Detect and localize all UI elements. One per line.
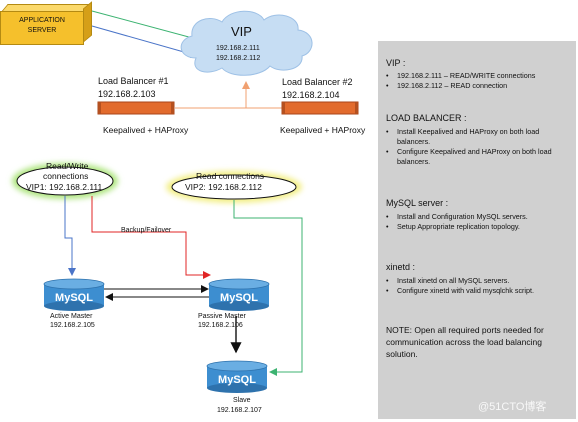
slave-role: Slave	[233, 397, 251, 404]
info-section-load-balancer-title: LOAD BALANCER :	[386, 113, 467, 123]
mysql-logo-text: MySQL	[220, 292, 258, 304]
app-to-vip-blue-line	[91, 25, 199, 58]
application-server-box: APPLICATION SERVER	[0, 1, 92, 45]
load-balancer-1-software: Keepalived + HAProxy	[103, 125, 189, 135]
list-item: Configure xinetd with valid mysqlchk scr…	[386, 286, 570, 296]
list-item: Install Keepalived and HAProxy on both l…	[386, 127, 570, 147]
vip1-to-active-master-line	[64, 196, 76, 276]
slave-ip: 192.168.2.107	[217, 407, 262, 414]
info-section-mysql-title: MySQL server :	[386, 198, 449, 208]
vip-cloud-ip1: 192.168.2.111	[216, 45, 260, 52]
slave-mysql-disk: MySQL	[206, 360, 268, 393]
list-item: Configure Keepalived and HAProxy on both…	[386, 147, 570, 167]
list-item: 192.168.2.112 – READ connection	[386, 81, 570, 91]
vip2-to-slave-line	[233, 200, 303, 376]
mysql-logo-text: MySQL	[218, 374, 256, 386]
load-balancer-2-device	[281, 101, 359, 115]
info-note: NOTE: Open all required ports needed for…	[386, 325, 544, 359]
load-balancer-1-name: Load Balancer #1	[98, 76, 169, 86]
list-item: Install and Configuration MySQL servers.	[386, 212, 570, 222]
active-master-ip: 192.168.2.105	[50, 322, 95, 329]
backup-failover-line	[91, 196, 211, 279]
vip1-bubble-line2: connections	[43, 171, 89, 181]
app-to-vip-green-line	[91, 10, 201, 43]
watermark: @51CTO博客	[478, 401, 547, 413]
info-section-mysql-list: Install and Configuration MySQL servers.…	[386, 212, 570, 232]
vip2-bubble-line2: VIP2: 192.168.2.112	[185, 182, 262, 192]
vip1-bubble-line1: Read/Write	[46, 161, 89, 171]
vip2-bubble-line1: Read connections	[196, 171, 265, 181]
list-item: 192.168.2.111 – READ/WRITE connections	[386, 71, 570, 81]
load-balancer-2-software: Keepalived + HAProxy	[280, 125, 366, 135]
load-balancer-2-ip: 192.168.2.104	[282, 90, 340, 100]
active-master-role: Active Master	[50, 313, 93, 320]
info-section-xinetd-title: xinetd :	[386, 262, 416, 272]
vip1-bubble-line3: VIP1: 192.168.2.111	[26, 182, 103, 192]
passive-master-role: Passive Master	[198, 313, 246, 320]
info-panel: VIP : 192.168.2.111 – READ/WRITE connect…	[378, 41, 576, 419]
info-section-xinetd-list: Install xinetd on all MySQL servers. Con…	[386, 276, 570, 296]
vip1-bubble-shape	[12, 163, 118, 199]
load-balancer-2-name: Load Balancer #2	[282, 77, 353, 87]
list-item: Setup Appropriate replication topology.	[386, 222, 570, 232]
list-item: Install xinetd on all MySQL servers.	[386, 276, 570, 286]
vip-cloud-title: VIP	[231, 24, 252, 39]
info-section-load-balancer-list: Install Keepalived and HAProxy on both l…	[386, 127, 570, 167]
vip2-bubble-shape	[166, 171, 302, 203]
load-balancer-1-ip: 192.168.2.103	[98, 89, 156, 99]
lb-interconnect	[175, 81, 282, 109]
vip-cloud-ip2: 192.168.2.112	[216, 55, 261, 62]
active-master-mysql-disk: MySQL	[43, 278, 105, 311]
vip-cloud	[180, 10, 313, 76]
backup-failover-label: Backup/Failover	[121, 227, 172, 234]
passive-master-mysql-disk: MySQL	[208, 278, 270, 311]
application-server-label: APPLICATION SERVER	[19, 17, 65, 34]
load-balancer-1-device	[97, 101, 175, 115]
mysql-logo-text: MySQL	[55, 292, 93, 304]
info-section-vip-title: VIP :	[386, 58, 406, 68]
info-section-vip-list: 192.168.2.111 – READ/WRITE connections 1…	[386, 71, 570, 91]
passive-master-ip: 192.168.2.106	[198, 322, 243, 329]
